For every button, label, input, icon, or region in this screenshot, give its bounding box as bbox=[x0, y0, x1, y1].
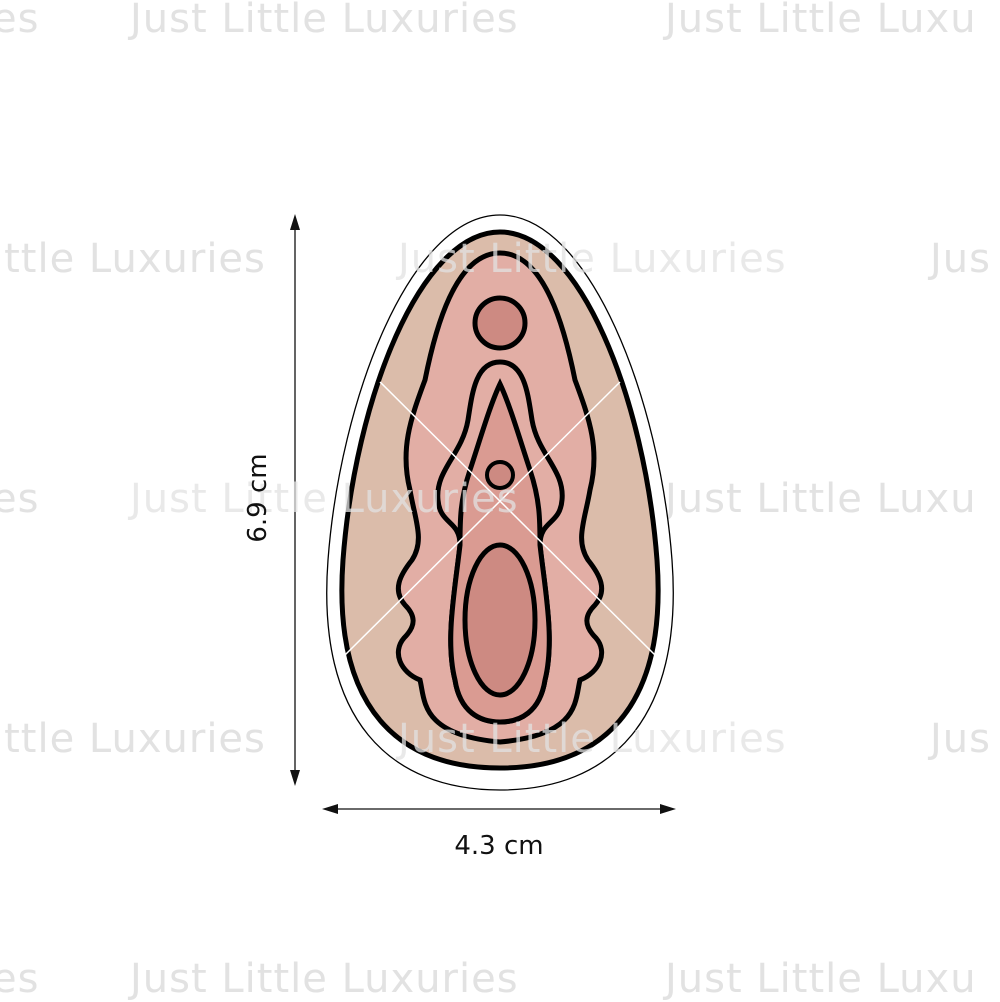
width-label: 4.3 cm bbox=[454, 831, 544, 861]
watermark-text: Just Little Luxuries bbox=[398, 236, 787, 282]
watermark-text: Just Little Luxuries bbox=[130, 0, 519, 42]
watermark-text: Just Little Luxuries bbox=[398, 716, 787, 762]
watermark-text: Just Little Luxuries bbox=[130, 476, 519, 522]
watermark-text: es bbox=[0, 476, 40, 522]
watermark-text: es bbox=[0, 956, 40, 1002]
cut-line bbox=[379, 381, 656, 656]
watermark-text: Jus bbox=[930, 716, 991, 762]
watermark-text: ittle Luxuries bbox=[0, 236, 266, 282]
cut-line bbox=[344, 381, 621, 656]
watermark-text: ittle Luxuries bbox=[0, 716, 266, 762]
top-circle bbox=[472, 295, 528, 351]
width-dimension-arrow bbox=[322, 804, 676, 814]
watermark-text: Just Little Luxu bbox=[665, 0, 977, 42]
watermark-text: Just Little Luxu bbox=[665, 476, 977, 522]
watermark-text: Jus bbox=[930, 236, 991, 282]
small-circle bbox=[485, 460, 515, 490]
opening-oval bbox=[462, 542, 538, 698]
watermark-text: Just Little Luxuries bbox=[130, 956, 519, 1002]
height-label: 6.9 cm bbox=[243, 453, 273, 543]
height-dimension-arrow bbox=[290, 214, 300, 786]
watermark-text: es bbox=[0, 0, 40, 42]
watermark-text: Just Little Luxu bbox=[665, 956, 977, 1002]
